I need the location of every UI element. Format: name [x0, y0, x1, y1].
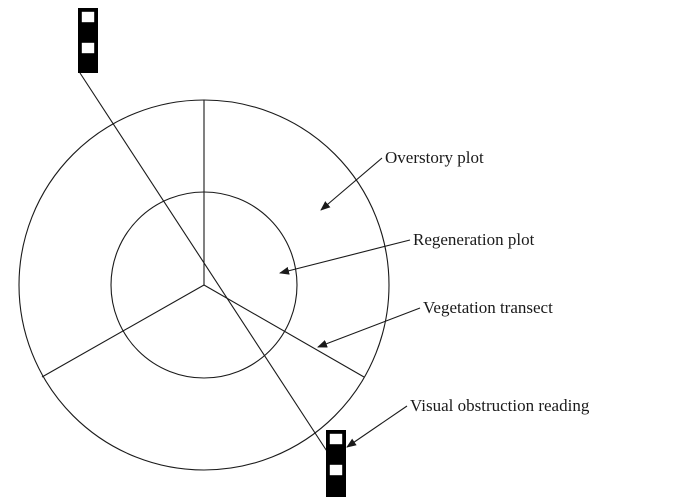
overstory-plot-label: Overstory plot: [385, 148, 484, 167]
transect-spoke-southeast: [203, 284, 365, 378]
obstruction-pointer-arrow: [346, 405, 408, 448]
visual-obstruction-line: [79, 72, 335, 463]
regeneration-pointer-arrow: [279, 239, 411, 275]
transect-spoke-southwest: [41, 284, 205, 378]
transect-pointer-arrow: [317, 307, 421, 348]
obstruction-pole-bottom: [326, 430, 346, 497]
overstory-pointer-arrow: [320, 157, 383, 211]
visual-obstruction-label: Visual obstruction reading: [410, 396, 590, 415]
obstruction-pole-top: [78, 8, 98, 73]
vegetation-transect-label: Vegetation transect: [423, 298, 553, 317]
regeneration-plot-label: Regeneration plot: [413, 230, 535, 249]
